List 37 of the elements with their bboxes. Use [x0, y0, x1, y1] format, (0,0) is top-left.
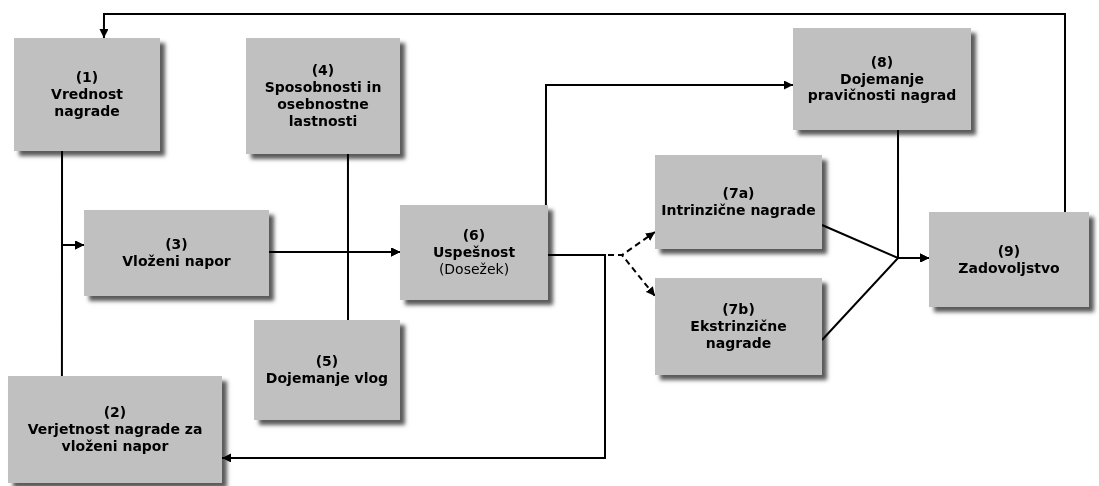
process-box: [929, 212, 1089, 307]
step-title: Intrinzične nagrade: [661, 202, 816, 219]
step-title: Verjetnost nagrade za vloženi napor: [26, 421, 204, 455]
process-box: [793, 28, 971, 130]
process-box: [14, 38, 160, 151]
process-box: [8, 376, 222, 483]
step-number: (4): [311, 62, 335, 80]
step-title: Vrednost nagrade: [50, 86, 124, 120]
step-number: (8): [870, 53, 894, 71]
step-subtitle: (Dosežek): [438, 260, 510, 278]
step-title: Ekstrinzične nagrade: [689, 318, 788, 352]
arrow: [897, 129, 930, 263]
process-box: [254, 320, 400, 420]
step-number: (6): [462, 227, 486, 245]
process-box: [246, 38, 400, 154]
step-title: Uspešnost: [432, 244, 516, 261]
step-number: (3): [165, 236, 188, 253]
step-number: (7a): [722, 185, 755, 202]
process-box: [655, 278, 822, 375]
arrow: [347, 247, 401, 321]
process-box: [655, 155, 822, 249]
step-title: Sposobnosti in osebnostne lastnosti: [263, 79, 383, 130]
step-number: (7b): [722, 301, 755, 319]
arrow: [221, 253, 606, 463]
step-title: Zadovoljstvo: [958, 259, 1060, 277]
process-box: [400, 205, 548, 300]
step-title: Dojemanje pravičnosti nagrad: [806, 70, 958, 105]
step-title: Dojemanje vlog: [265, 370, 389, 387]
step-number: (5): [315, 353, 339, 370]
step-number: (9): [997, 242, 1021, 260]
process-box: [84, 210, 269, 296]
arrow: [99, 13, 1066, 213]
arrow: [544, 80, 794, 206]
step-title: Vloženi napor: [122, 253, 231, 270]
step-number: (1): [75, 69, 99, 87]
step-number: (2): [103, 404, 127, 422]
arrow: [60, 240, 85, 377]
